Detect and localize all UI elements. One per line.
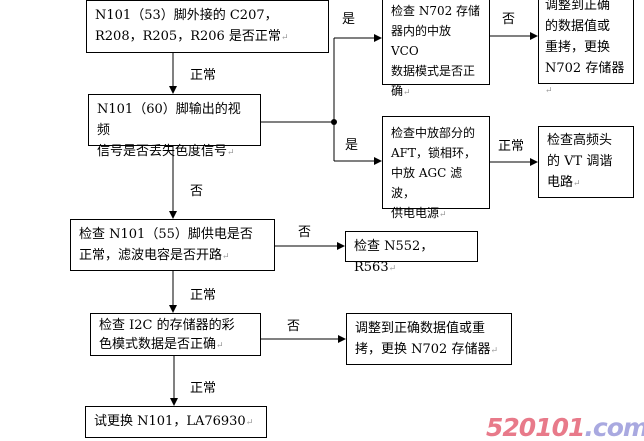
watermark-logo: 520101.com bbox=[486, 413, 644, 441]
node-n8: 检查 N552，R563↵ bbox=[345, 231, 478, 275]
edge-label-n2-n7: 否 bbox=[190, 184, 204, 199]
edge-label-n3-n4: 否 bbox=[502, 12, 516, 27]
node-n10: 调整到正确数据值或重拷，更换 N702 存储器↵ bbox=[346, 313, 512, 365]
edge-label-n1-n2: 正常 bbox=[190, 68, 217, 83]
edge-label-junction-n3: 是 bbox=[342, 12, 356, 27]
edge-label-n9-n11: 正常 bbox=[190, 381, 217, 396]
edge-label-n5-n6: 正常 bbox=[498, 139, 525, 154]
edge-label-n7-n8: 否 bbox=[298, 225, 312, 240]
junction-dot bbox=[331, 119, 337, 125]
node-n1: N101（53）脚外接的 C207，R208，R205，R206 是否正常↵ bbox=[86, 0, 329, 53]
node-n9: 检查 I2C 的存储器的彩色模式数据是否正确↵ bbox=[90, 313, 261, 356]
edge-label-n9-n10: 否 bbox=[287, 319, 301, 334]
node-n6: 检查高频头的 VT 调谐电路↵ bbox=[538, 126, 634, 198]
edge-label-junction-n5: 是 bbox=[345, 138, 359, 153]
edge-label-n7-n9: 正常 bbox=[190, 288, 217, 303]
node-n2: N101（60）脚输出的视频信号是否丢失色度信号↵ bbox=[88, 94, 261, 159]
node-n7: 检查 N101（55）脚供电是否正常，滤波电容是否开路↵ bbox=[70, 219, 275, 271]
node-n11: 试更换 N101，LA76930↵ bbox=[85, 406, 267, 438]
